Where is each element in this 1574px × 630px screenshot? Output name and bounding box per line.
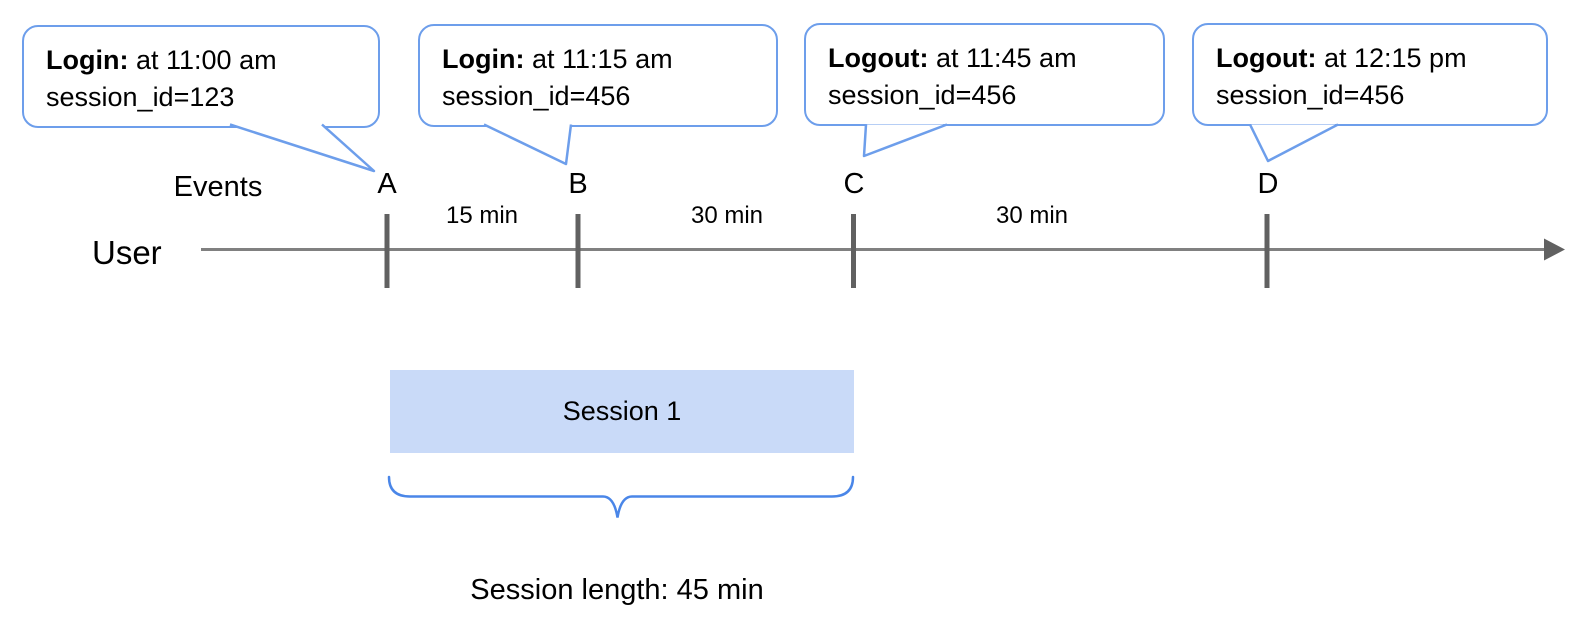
event-type-label: Login: — [46, 45, 129, 75]
event-marker-a: A — [377, 168, 397, 200]
login-bubble-b: Login: at 11:15 am session_id=456 — [418, 24, 778, 127]
event-marker-d: D — [1257, 168, 1279, 200]
logout-bubble-d: Logout: at 12:15 pm session_id=456 — [1192, 23, 1548, 126]
event-type-label: Logout: — [828, 43, 929, 73]
event-time-label: at 12:15 pm — [1323, 43, 1467, 73]
session-length-brace — [387, 475, 855, 518]
bubble-tail-c — [862, 123, 948, 158]
event-time-label: at 11:45 am — [935, 43, 1077, 73]
timeline-arrowhead-icon — [1544, 238, 1565, 261]
logout-bubble-c: Logout: at 11:45 am session_id=456 — [804, 23, 1165, 126]
event-marker-b: B — [568, 168, 588, 200]
bubble-tail-d — [1248, 123, 1339, 163]
events-axis-label: Events — [173, 171, 263, 203]
interval-label-a-b: 15 min — [445, 202, 519, 229]
event-time-label: at 11:00 am — [135, 45, 277, 75]
session-id-label: session_id=456 — [442, 81, 631, 111]
login-bubble-a: Login: at 11:00 am session_id=123 — [22, 25, 380, 128]
session-1-label: Session 1 — [562, 396, 682, 426]
session-length-caption: Session length: 45 min — [470, 574, 764, 606]
interval-label-b-c: 30 min — [690, 202, 764, 229]
session-id-label: session_id=456 — [828, 80, 1017, 110]
bubble-tail-a — [229, 123, 376, 173]
user-axis-label: User — [92, 234, 162, 271]
bubble-tail-b — [483, 123, 573, 166]
event-time-label: at 11:15 am — [531, 44, 673, 74]
session-id-label: session_id=456 — [1216, 80, 1405, 110]
event-type-label: Login: — [442, 44, 525, 74]
event-marker-c: C — [843, 168, 865, 200]
session-1-box: Session 1 — [390, 370, 854, 453]
session-id-label: session_id=123 — [46, 82, 235, 112]
interval-label-c-d: 30 min — [995, 202, 1069, 229]
event-type-label: Logout: — [1216, 43, 1317, 73]
